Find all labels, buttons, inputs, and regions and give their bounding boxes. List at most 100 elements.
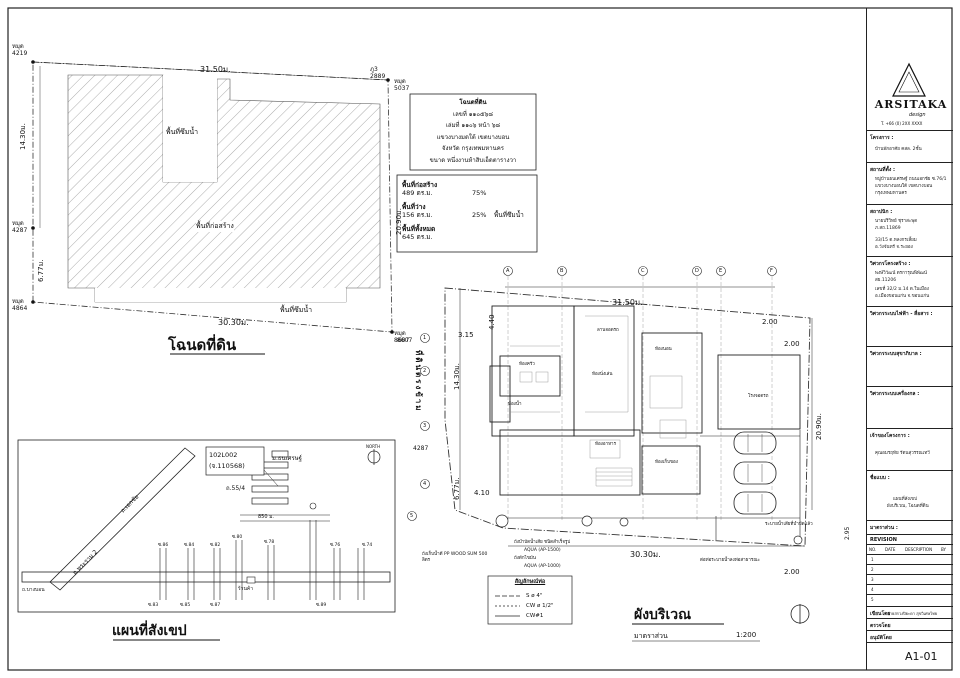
info-line: เลขที่ ๑๑๐๕๖๘ <box>453 110 493 118</box>
rev-no: 2 <box>871 567 874 572</box>
area-row: พื้นที่ทั้งหมด 645 ตร.ม. <box>402 225 534 247</box>
note-text: ถังดักไขมัน <box>514 556 536 561</box>
interior-lines <box>510 315 687 487</box>
room-label: ห้องเก็บของ <box>655 460 678 465</box>
room-label: ห้องนั่งเล่น <box>592 372 613 377</box>
grid-col-label: C <box>641 268 645 274</box>
north-label: NORTH <box>366 444 381 449</box>
area-value: 645 ตร.ม. <box>402 233 433 241</box>
tb-value: คุณอมรฤทัย รัตนสุวรรณเทวี <box>875 451 930 456</box>
deed-info-box <box>409 93 537 171</box>
callout-leader <box>263 469 279 487</box>
soi-label: ซ.83 <box>148 603 159 608</box>
callout-box <box>205 446 265 476</box>
car-icons <box>733 431 777 515</box>
sheet-number: A1-01 <box>905 650 938 663</box>
house-plan <box>489 305 801 496</box>
tank-icons <box>495 514 803 545</box>
soi-label: ม.ธนเศรษฐ์ <box>272 455 302 462</box>
corner-label: หมุด <box>12 220 24 227</box>
area-table: พื้นที่ก่อสร้าง 489 ตร.ม. 75% พื้นที่ว่า… <box>402 181 534 247</box>
rev-header: DESCRIPTION <box>905 547 933 552</box>
area-pct: 75% <box>472 189 487 197</box>
tb-value: ภ.สถ.11869 <box>875 226 901 231</box>
site-plan <box>407 266 813 642</box>
setback-dim: 2.95 <box>844 526 851 540</box>
main-road <box>49 447 196 591</box>
info-line: จังหวัด กรุงเทพมหานคร <box>442 145 504 152</box>
tb-label: วิศวกรโครงสร้าง : <box>870 261 911 267</box>
area-label: พื้นที่ทั้งหมด <box>402 225 436 233</box>
deed-corner-ne1: ภู3 2889 <box>370 66 385 80</box>
area-label: พื้นที่ว่าง <box>402 203 426 211</box>
grid-lines <box>507 276 773 520</box>
site-corner-label: 4287 <box>413 445 429 452</box>
rev-row: 3 <box>867 574 953 585</box>
corner-label: หมุด <box>12 43 24 50</box>
tb-value: กรุงเทพมหานคร <box>875 191 907 196</box>
distance-label: 850 ม. <box>258 514 275 520</box>
tb-row-structural: วิศวกรโครงสร้าง : พงษ์วิวัฒน์ ตรการุณพิพ… <box>867 256 953 307</box>
green-area-top <box>163 75 217 182</box>
company-logo <box>892 62 926 97</box>
site-dim-top: 31.50ม. <box>612 298 643 307</box>
grid-row-label: 4 <box>423 481 427 487</box>
tb-row-architect: สถาปนิก : นายปริวิทย์ ชุราสะพุด ภ.สถ.118… <box>867 204 953 257</box>
green-area-label: พื้นที่ซึมน้ำ <box>280 306 313 314</box>
soi-label: ซ.74 <box>362 543 373 548</box>
room-label: ห้องนอน <box>655 347 672 352</box>
tb-row-approved: อนุมัติโดย <box>867 630 953 643</box>
site-corner-label: 8607 <box>397 337 413 344</box>
area-value: 156 ตร.ม. <box>402 211 433 219</box>
corner-number: 4219 <box>12 50 28 57</box>
tb-label: สถาปนิก : <box>870 209 893 215</box>
grid-bubbles-top <box>503 266 777 276</box>
legend-item: CW#1 <box>526 613 544 619</box>
area-note: พื้นที่ซึมน้ำ <box>494 211 524 219</box>
deed-info-text: โฉนดที่ดิน เลขที่ ๑๑๐๕๖๘ เล่มที่ ๑๑๐๖ หน… <box>412 97 534 166</box>
tb-value: นายสรวงปิยะดา สุขวิเศษไทย <box>887 611 938 616</box>
grid-row-label: 3 <box>423 423 427 429</box>
rev-row: 5 <box>867 594 953 605</box>
site-dim-right: 20.90ม. <box>815 413 823 440</box>
setback-dim: 4.10 <box>474 489 490 497</box>
tb-value: หมู่บ้านธนเศรษฐ์ ถนนเอกชัย ซ.76/1 <box>875 177 947 182</box>
site-dim-left-upper: 14.30ม. <box>453 363 461 390</box>
corner-number: 5037 <box>394 85 410 92</box>
grid-row-label: 1 <box>423 335 427 341</box>
soi-label: ซ.87 <box>210 603 221 608</box>
car-windows <box>747 434 763 512</box>
info-line: ขนาด หนึ่งงานห้าสิบเอ็ดตารางวา <box>429 156 517 164</box>
site-dim-bottom: 30.30ม. <box>630 550 661 559</box>
legend-item: CW ø 1/2" <box>526 603 554 609</box>
side-text: ที่ดินตรงข้าม <box>414 350 423 413</box>
deed-corner-nw: หมุด 4219 <box>12 43 27 57</box>
note-text: AQUA (AP-1000) <box>524 564 561 569</box>
logo-sub: design <box>909 112 926 118</box>
room-label: ห้องน้ำ <box>508 402 522 407</box>
built-area <box>67 74 381 303</box>
corner-marker <box>31 226 35 230</box>
driveway <box>500 430 801 540</box>
note-text: ถังเก็บน้ำดี PP WOOD SUM 500 ลิตร <box>422 552 488 563</box>
deed-corner-w: หมุด 4287 <box>12 220 27 234</box>
soi-label: ซ.82 <box>210 543 221 548</box>
grid-row-label: 2 <box>423 368 427 374</box>
site-dim-left-lower: 6.77ม. <box>453 477 461 500</box>
info-line: เล่มที่ ๑๑๐๖ หน้า ๖๘ <box>445 122 501 129</box>
area-row: พื้นที่ก่อสร้าง 489 ตร.ม. 75% <box>402 181 534 203</box>
soi-label: ซ.78 <box>264 540 275 545</box>
tb-row-electrical: วิศวกรระบบไฟฟ้า - สื่อสาร : <box>867 306 953 347</box>
plot-label: ถ.55/4 <box>226 485 246 492</box>
rev-header: NO. <box>869 547 877 552</box>
site-plan-title: ผังบริเวณ <box>634 607 692 623</box>
tb-value: แผนที่สังเขป <box>893 497 917 502</box>
rev-row: 4 <box>867 584 953 595</box>
deed-corner-se: หมุด 8607 <box>394 330 409 344</box>
tb-label: สถานที่ตั้ง : <box>870 167 896 173</box>
rev-header: BY <box>941 547 946 552</box>
soi-label: ซ.84 <box>184 543 195 548</box>
tb-value: เลขที่ 32/2 ม.14 ต.ในเมือง <box>875 287 929 292</box>
corner-label: หมุด <box>394 78 406 85</box>
